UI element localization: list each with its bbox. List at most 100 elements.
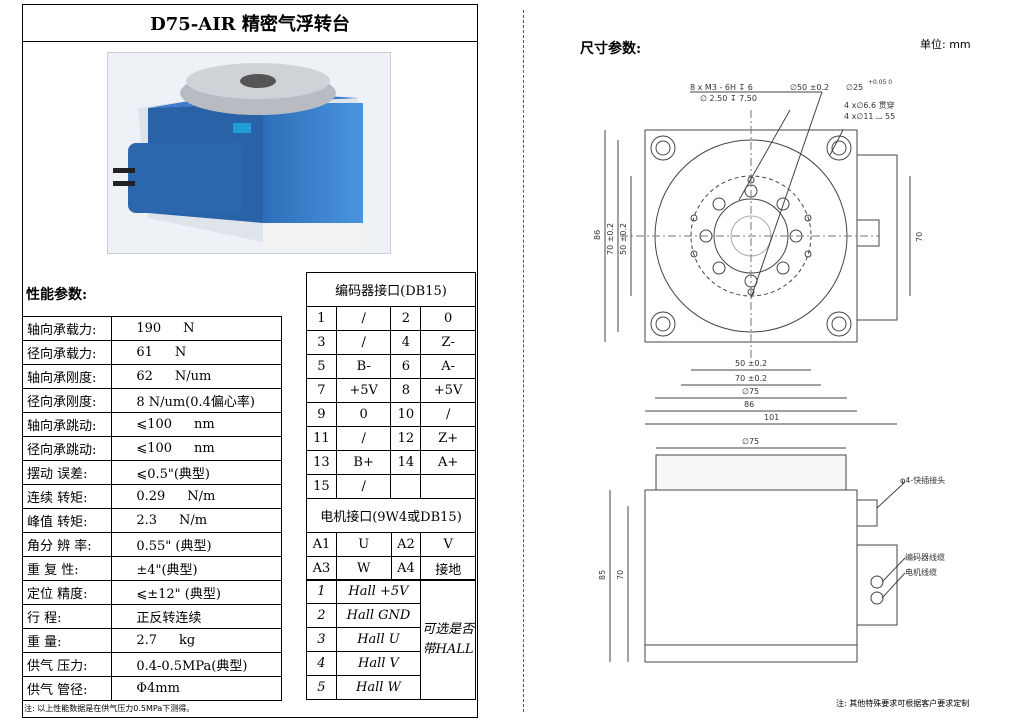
pin-cell: 7 xyxy=(306,378,337,403)
side-70: 70 xyxy=(616,570,625,580)
pin-cell: 4 xyxy=(390,330,422,355)
spec-unit-text xyxy=(201,611,223,626)
spec-value-text: ±4"(典型) xyxy=(136,563,198,578)
pin-cell: A3 xyxy=(306,556,337,581)
performance-header: 性能参数: xyxy=(26,287,88,303)
spec-value: 正反转连续 xyxy=(111,604,282,629)
pin-cell: B+ xyxy=(335,450,392,475)
spec-unit-text: N xyxy=(174,345,187,360)
pin-cell: W xyxy=(335,556,392,581)
pin-cell: 6 xyxy=(390,354,422,379)
spec-value-text: 2.7 xyxy=(136,633,157,648)
dim-dia25: ∅25 xyxy=(846,83,863,92)
spec-name: 供气 管径: xyxy=(21,676,113,701)
spec-name: 供气 压力: xyxy=(21,652,113,677)
spec-row: 摆动 误差: ⩽0.5"(典型) xyxy=(21,460,282,485)
spec-value: 2.3 N/m xyxy=(111,508,282,533)
dim-75-h: ∅75 xyxy=(742,387,759,396)
spec-unit-text xyxy=(198,563,220,578)
motor-header: 电机接口(9W4或DB15) xyxy=(306,498,476,533)
pin-cell: A1 xyxy=(306,532,337,557)
spec-name: 峰值 转矩: xyxy=(21,508,113,533)
pin-cell: Z+ xyxy=(420,426,476,451)
pin-cell: 13 xyxy=(306,450,337,475)
pin-cell: A4 xyxy=(390,556,422,581)
spec-unit-text xyxy=(180,681,202,696)
pin-cell: 12 xyxy=(390,426,422,451)
spec-name: 行 程: xyxy=(21,604,113,629)
spec-value-text: ⩽100 xyxy=(136,441,173,456)
pin-cell: / xyxy=(335,426,392,451)
spec-value: ⩽100 nm xyxy=(111,436,282,461)
hall-cell: Hall U xyxy=(335,627,422,652)
page-divider xyxy=(523,10,524,712)
pin-cell: 14 xyxy=(390,450,422,475)
spec-name: 定位 精度: xyxy=(21,580,113,605)
product-title: D75-AIR 精密气浮转台 xyxy=(22,4,478,42)
dim-70-h: 70 ±0.2 xyxy=(735,374,767,383)
spec-row: 角分 辨 率:0.55" (典型) xyxy=(21,532,282,557)
performance-note: 注: 以上性能数据是在供气压力0.5MPa下测得。 xyxy=(24,704,195,713)
unit-label: 单位: mm xyxy=(920,38,971,51)
hall-cell: 4 xyxy=(306,651,337,676)
spec-unit-text: nm xyxy=(194,441,215,456)
spec-value-text: 8 N/um(0.4偏心率) xyxy=(136,395,255,410)
hall-cell: 2 xyxy=(306,603,337,628)
spec-value: Φ4mm xyxy=(111,676,282,701)
spec-row: 定位 精度:⩽±12" (典型) xyxy=(21,580,282,605)
spec-name: 重 量: xyxy=(21,628,113,653)
spec-name: 摆动 误差: xyxy=(21,460,113,485)
pin-cell: A+ xyxy=(420,450,476,475)
dim-70-r: 70 xyxy=(915,232,924,242)
quick-connector-label: φ4-快插接头 xyxy=(900,475,945,485)
dimensions-header: 尺寸参数: xyxy=(580,41,642,57)
encoder-header: 编码器接口(DB15) xyxy=(306,272,476,307)
hall-cell: 1 xyxy=(306,579,337,604)
dim-dia25-tol: +0.05 0 xyxy=(868,79,892,86)
spec-name: 重 复 性: xyxy=(21,556,113,581)
technical-drawing: 8 x M3 - 6H ↧ 6 ∅ 2.50 ↧ 7.50 ∅50 ±0.2 ∅… xyxy=(593,79,945,663)
pin-cell: / xyxy=(335,306,392,331)
spec-value-text: 0.4-0.5MPa(典型) xyxy=(136,659,248,674)
spec-name: 轴向承载力: xyxy=(21,316,113,341)
mount-holes: 4 x∅6.6 贯穿 xyxy=(844,100,895,110)
side-dia75: ∅75 xyxy=(742,437,759,446)
spec-unit-text xyxy=(221,587,243,602)
dim-70-v: 70 ±0.2 xyxy=(606,223,615,255)
spec-value-text: ⩽0.5"(典型) xyxy=(136,467,211,482)
spec-unit-text: N/m xyxy=(187,489,216,504)
pin-cell: 8 xyxy=(390,378,422,403)
spec-value: ±4"(典型) xyxy=(111,556,282,581)
pin-cell: U xyxy=(335,532,392,557)
spec-value: 8 N/um(0.4偏心率) xyxy=(111,388,282,413)
pin-cell: 10 xyxy=(390,402,422,427)
pin-cell: 9 xyxy=(306,402,337,427)
spec-value: 0.55" (典型) xyxy=(111,532,282,557)
pin-cell: / xyxy=(335,330,392,355)
motor-cable-label: 电机线缆 xyxy=(905,567,937,577)
drawing-note: 注: 其他特殊要求可根据客户要求定制 xyxy=(836,699,970,708)
pin-cell: 3 xyxy=(306,330,337,355)
pin-cell xyxy=(420,474,476,499)
spec-unit-text: N/m xyxy=(179,513,208,528)
spec-value-text: 2.3 xyxy=(136,513,157,528)
hall-cell: Hall W xyxy=(335,675,422,700)
spec-name: 轴向承跳动: xyxy=(21,412,113,437)
